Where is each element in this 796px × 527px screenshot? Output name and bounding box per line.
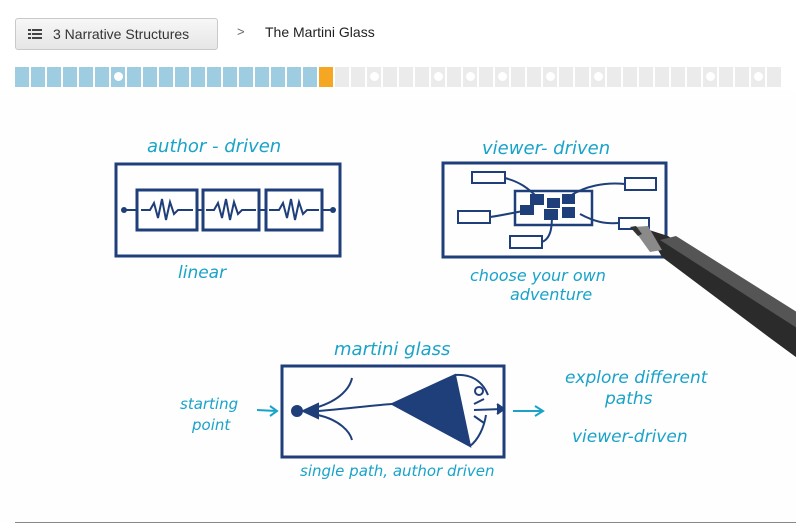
progress-segment-11[interactable] <box>175 67 189 87</box>
progress-segment-25[interactable] <box>399 67 413 87</box>
quiz-marker-icon <box>546 72 555 81</box>
quiz-marker-icon <box>370 72 379 81</box>
label-explore-1: explore different <box>565 368 709 388</box>
progress-segment-36[interactable] <box>575 67 589 87</box>
progress-segment-38[interactable] <box>607 67 621 87</box>
label-starting-1: starting <box>180 395 238 413</box>
branching-graph <box>457 171 657 249</box>
breadcrumb-separator: > <box>237 24 245 39</box>
quiz-marker-icon <box>706 72 715 81</box>
martini-box <box>280 364 506 459</box>
lesson-menu-button[interactable]: 3 Narrative Structures <box>15 18 218 50</box>
progress-segment-28[interactable] <box>447 67 461 87</box>
progress-segment-42[interactable] <box>671 67 685 87</box>
linear-node-3 <box>264 188 324 232</box>
label-viewer-driven: viewer- driven <box>482 138 610 159</box>
progress-segment-33[interactable] <box>527 67 541 87</box>
list-icon <box>28 28 42 40</box>
lesson-menu-label: 3 Narrative Structures <box>53 26 190 42</box>
progress-segment-44[interactable] <box>703 67 717 87</box>
progress-segment-45[interactable] <box>719 67 733 87</box>
progress-segment-26[interactable] <box>415 67 429 87</box>
linear-node-1 <box>135 188 199 232</box>
progress-segment-6[interactable] <box>95 67 109 87</box>
progress-segment-43[interactable] <box>687 67 701 87</box>
lesson-header: 3 Narrative Structures > The Martini Gla… <box>0 0 796 66</box>
progress-segment-22[interactable] <box>351 67 365 87</box>
progress-segment-39[interactable] <box>623 67 637 87</box>
progress-segment-18[interactable] <box>287 67 301 87</box>
label-choose-2: adventure <box>510 285 592 304</box>
page-title: The Martini Glass <box>265 24 375 40</box>
pen-image <box>630 226 796 358</box>
label-single-path: single path, author driven <box>300 462 494 480</box>
progress-segment-8[interactable] <box>127 67 141 87</box>
progress-segment-27[interactable] <box>431 67 445 87</box>
progress-segment-47[interactable] <box>751 67 765 87</box>
label-viewer-driven-2: viewer-driven <box>572 427 688 447</box>
progress-segment-12[interactable] <box>191 67 205 87</box>
progress-segment-46[interactable] <box>735 67 749 87</box>
bottom-divider <box>15 522 796 523</box>
label-linear: linear <box>178 263 227 283</box>
quiz-marker-icon <box>114 72 123 81</box>
progress-segment-29[interactable] <box>463 67 477 87</box>
quiz-marker-icon <box>466 72 475 81</box>
progress-segment-32[interactable] <box>511 67 525 87</box>
progress-segment-1[interactable] <box>15 67 29 87</box>
video-player[interactable]: author - driven linear viewer- driven <box>0 90 796 522</box>
progress-segment-31[interactable] <box>495 67 509 87</box>
progress-segment-21[interactable] <box>335 67 349 87</box>
progress-segment-4[interactable] <box>63 67 77 87</box>
progress-segment-23[interactable] <box>367 67 381 87</box>
label-martini-glass: martini glass <box>334 339 450 360</box>
progress-segment-48[interactable] <box>767 67 781 87</box>
progress-segment-37[interactable] <box>591 67 605 87</box>
progress-segment-24[interactable] <box>383 67 397 87</box>
progress-segment-13[interactable] <box>207 67 221 87</box>
progress-segment-35[interactable] <box>559 67 573 87</box>
progress-segment-7[interactable] <box>111 67 125 87</box>
progress-segment-10[interactable] <box>159 67 173 87</box>
progress-segment-15[interactable] <box>239 67 253 87</box>
label-author-driven: author - driven <box>147 136 281 157</box>
progress-segment-3[interactable] <box>47 67 61 87</box>
linear-node-2 <box>201 188 261 232</box>
quiz-marker-icon <box>498 72 507 81</box>
branching-box <box>441 161 668 259</box>
progress-segment-41[interactable] <box>655 67 669 87</box>
progress-segment-30[interactable] <box>479 67 493 87</box>
progress-segment-9[interactable] <box>143 67 157 87</box>
linear-box <box>114 162 342 258</box>
quiz-marker-icon <box>594 72 603 81</box>
label-explore-2: paths <box>604 389 653 409</box>
progress-segment-2[interactable] <box>31 67 45 87</box>
progress-segment-17[interactable] <box>271 67 285 87</box>
lesson-progress-bar <box>15 67 796 87</box>
quiz-marker-icon <box>754 72 763 81</box>
quiz-marker-icon <box>434 72 443 81</box>
martini-glass-figure <box>291 373 506 448</box>
progress-segment-19[interactable] <box>303 67 317 87</box>
label-choose-1: choose your own <box>470 266 606 285</box>
progress-segment-20[interactable] <box>319 67 333 87</box>
label-starting-2: point <box>191 416 231 434</box>
progress-segment-40[interactable] <box>639 67 653 87</box>
progress-segment-34[interactable] <box>543 67 557 87</box>
progress-segment-5[interactable] <box>79 67 93 87</box>
whiteboard-drawing: author - driven linear viewer- driven <box>114 136 796 480</box>
progress-segment-16[interactable] <box>255 67 269 87</box>
progress-segment-14[interactable] <box>223 67 237 87</box>
